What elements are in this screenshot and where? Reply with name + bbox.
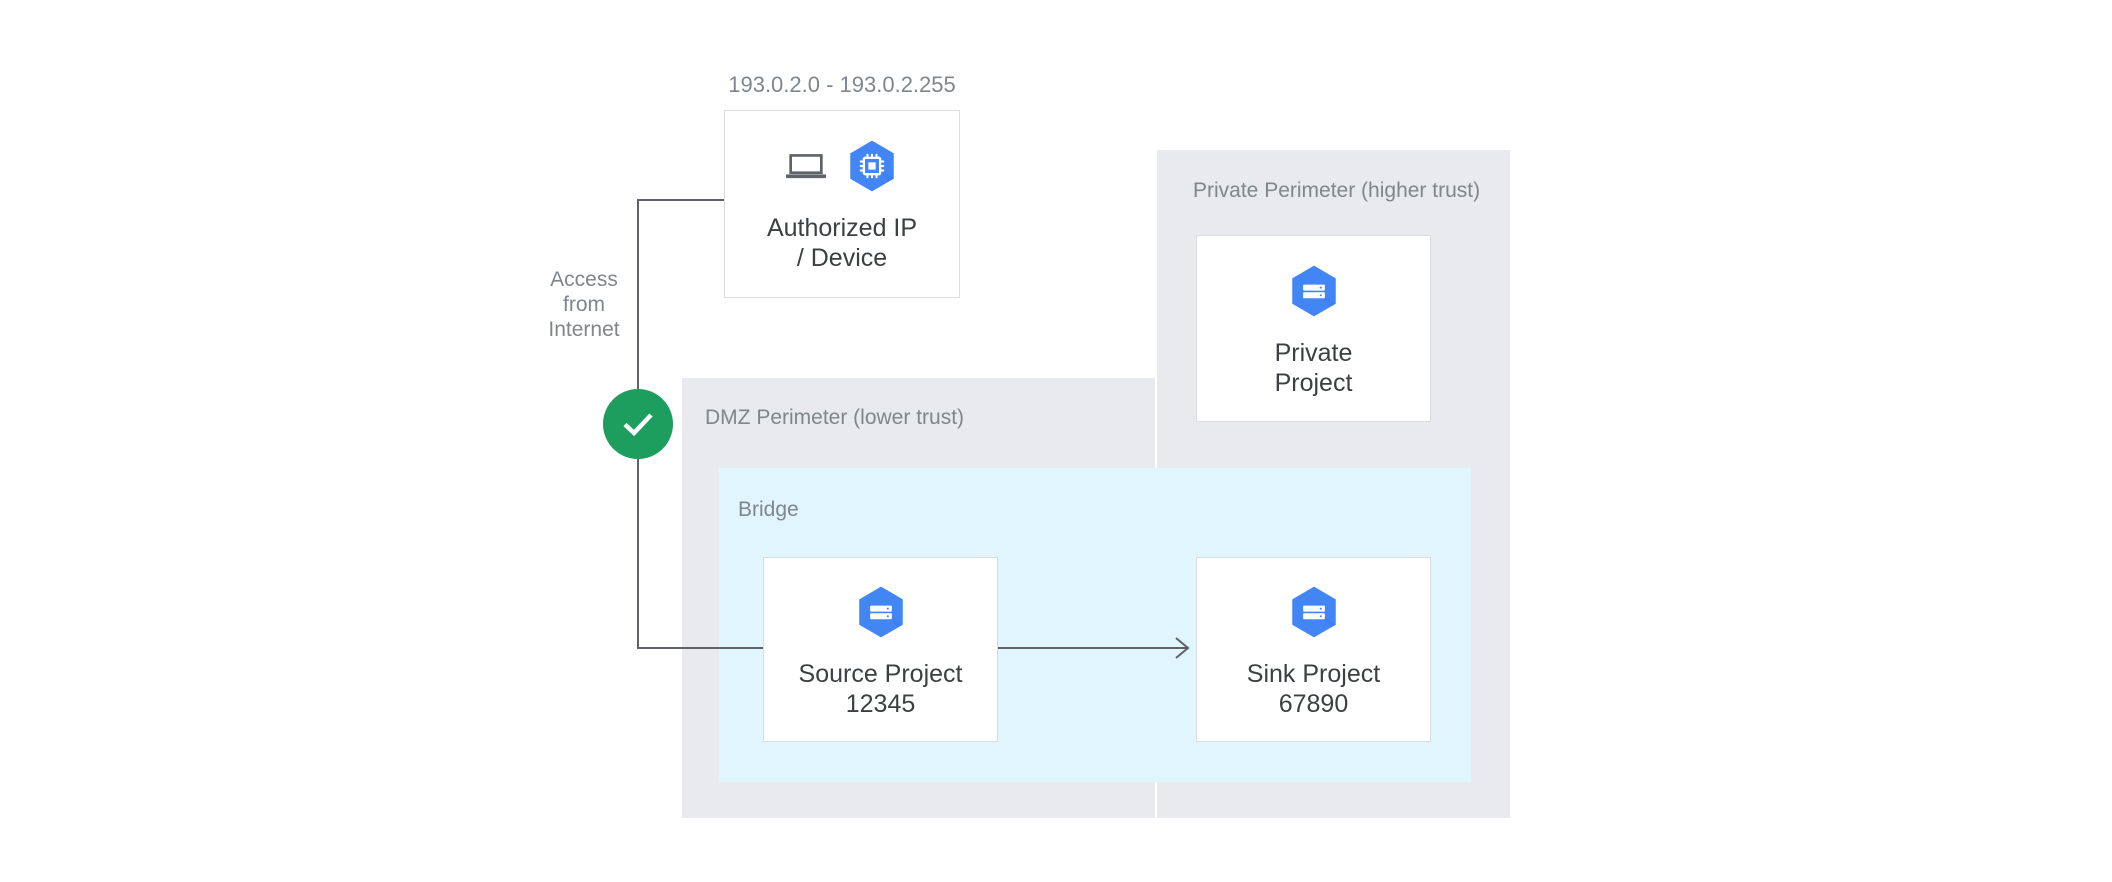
- laptop-icon: [785, 154, 827, 179]
- node-source-project[interactable]: Source Project 12345: [763, 557, 998, 742]
- node-sink-project[interactable]: Sink Project 67890: [1196, 557, 1431, 742]
- chip-hexagon-icon: [850, 140, 894, 192]
- project-hexagon-icon: [858, 586, 903, 637]
- check-circle-icon: [623, 413, 653, 437]
- connector-bottom-segment: [637, 647, 763, 649]
- access-allowed-badge: [603, 389, 673, 459]
- connector-top-segment: [637, 199, 725, 201]
- node-label: Sink Project 67890: [1246, 659, 1381, 718]
- node-icons: [1285, 581, 1343, 643]
- node-private-project[interactable]: Private Project: [1196, 235, 1431, 422]
- access-from-internet-label: Access from Internet: [548, 268, 620, 341]
- node-label: Authorized IP / Device: [766, 214, 918, 272]
- perimeter-label-private: Private Perimeter (higher trust): [1193, 179, 1481, 202]
- perimeter-label-dmz: DMZ Perimeter (lower trust): [705, 406, 965, 429]
- node-authorized-ip-device[interactable]: Authorized IP / Device: [724, 110, 960, 298]
- connector-source-to-sink-arrow: [998, 637, 1190, 659]
- node-icons: [1285, 260, 1343, 322]
- node-icons: [783, 135, 901, 197]
- bridge-label: Bridge: [738, 498, 799, 521]
- project-hexagon-icon: [1291, 265, 1336, 316]
- ip-range-label: 193.0.2.0 - 193.0.2.255: [728, 72, 956, 97]
- node-label: Source Project 12345: [798, 659, 963, 718]
- project-hexagon-icon: [1291, 586, 1336, 637]
- node-icons: [852, 581, 910, 643]
- node-label: Private Project: [1274, 338, 1353, 397]
